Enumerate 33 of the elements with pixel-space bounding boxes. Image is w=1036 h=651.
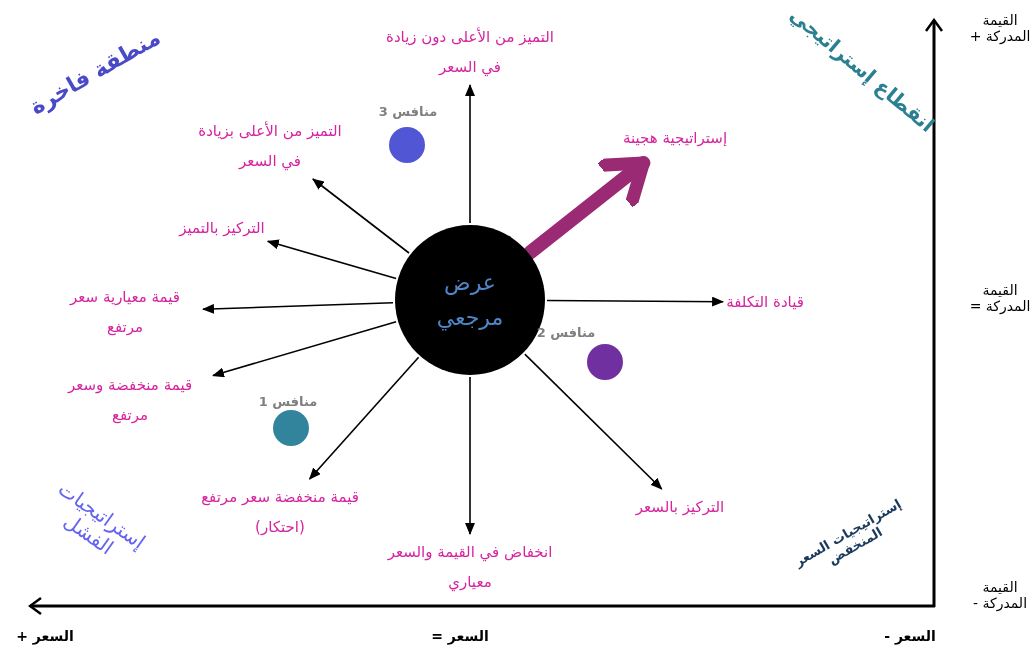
strategy-text: قيادة التكلفة	[726, 287, 804, 317]
strategy-text: التميز من الأعلى دون زيادة في السعر	[375, 22, 565, 82]
zone-label: انقطاع إستراتيجي	[785, 3, 939, 137]
axis-label: السعر -	[884, 627, 936, 645]
axis-label: السعر =	[431, 627, 489, 645]
strategy-text: قيمة منخفضة وسعر مرتفع	[50, 370, 210, 430]
axis-label: القيمة المدركة -	[972, 578, 1028, 612]
zone-label: إستراتيجيات السعر المنخفض	[790, 495, 905, 572]
arrow	[266, 239, 397, 280]
axis-label: السعر +	[16, 627, 74, 645]
strategy-text: قيمة معيارية سعر مرتفع	[50, 282, 200, 342]
arrow	[465, 84, 475, 224]
strategy-text: انخفاض في القيمة والسعر معياري	[375, 537, 565, 597]
arrow	[312, 178, 410, 254]
axis-label: القيمة المدركة =	[968, 281, 1032, 315]
arrow	[546, 296, 725, 307]
arrow	[524, 353, 663, 490]
arrow	[202, 301, 394, 314]
arrow	[465, 376, 475, 535]
axis-label: القيمة المدركة +	[968, 11, 1032, 45]
strategy-text: قيمة منخفضة سعر مرتفع (احتكار)	[190, 482, 370, 542]
zone-label: منطقة فاخرة	[25, 24, 165, 120]
strategy-text: إستراتيجية هجينة	[622, 123, 728, 153]
competitor-label: منافس 2	[536, 325, 596, 341]
competitor-label: منافس 1	[258, 394, 318, 410]
arrow	[308, 356, 420, 480]
zone-label: إستراتيجيات الفشل	[52, 475, 151, 562]
strategy-text: التميز من الأعلى بزيادة في السعر	[195, 116, 345, 176]
arrow	[212, 320, 397, 378]
strategy-text: التركيز بالسعر	[635, 492, 725, 522]
competitor-label: منافس 3	[378, 104, 438, 120]
arrow	[523, 156, 651, 260]
strategy-text: التركيز بالتميز	[179, 213, 265, 243]
